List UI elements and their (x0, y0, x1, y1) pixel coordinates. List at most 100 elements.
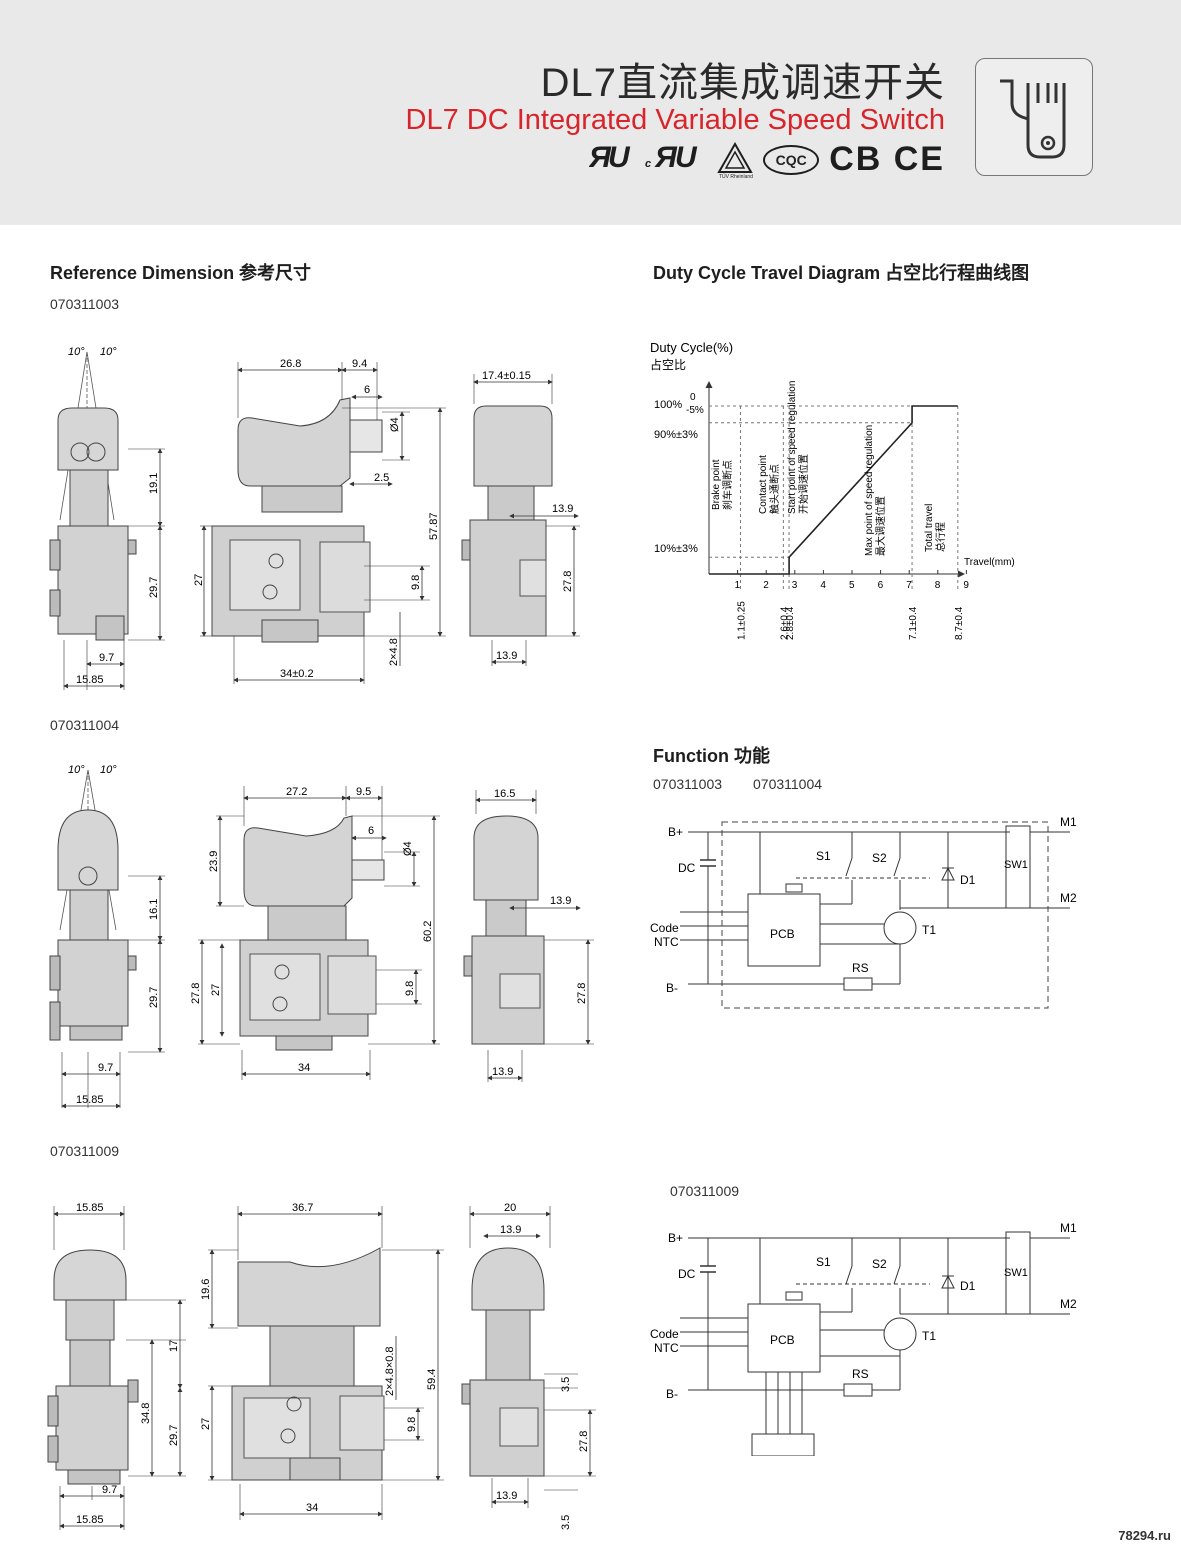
chart-guides (709, 405, 959, 590)
m3-dim-2x4-8x0-8: 2×4.8×0.8 (384, 1346, 396, 1396)
m1-dim-19-1: 19.1 (148, 473, 160, 494)
circuit-b-dc: DC (678, 1267, 696, 1281)
annotation-cn: 触头通断点 (768, 464, 781, 514)
m1-dim-2x4-8: 2×4.8 (388, 638, 400, 666)
m1-dim-27-8: 27.8 (562, 571, 574, 592)
m1-angle-right: 10° (100, 346, 117, 358)
annotation-en: Total travel (924, 504, 935, 552)
circuit-b-rs (843, 1383, 873, 1397)
model3-rear-view: 20 13.9 3.5 27.8 3.5 13.9 (461, 1202, 596, 1530)
x-tick-label: 9 (963, 580, 969, 591)
svg-text:c: c (645, 158, 651, 170)
m2-dim-16-1: 16.1 (148, 899, 160, 920)
m1-dim-27: 27 (193, 574, 205, 586)
m1-dim-13-9-top: 13.9 (552, 503, 573, 515)
dimension-drawings: 10° 10° 19.1 29.7 9.7 15.85 26.8 9.4 (47, 346, 596, 1530)
circuit-b-s1: S1 (816, 1255, 831, 1269)
x-tick-label: 5 (849, 580, 855, 591)
m2-dim-6: 6 (368, 825, 374, 837)
m3-dim-27: 27 (200, 1418, 212, 1430)
circuit-b-bminus: B- (666, 1387, 678, 1401)
circuit-a-pcb (747, 893, 821, 967)
chart-ylabel: Duty Cycle(%) (650, 340, 733, 355)
model3-front-view: 15.85 17 34.8 29.7 9.7 15.85 (47, 1202, 186, 1530)
m2-dim-60-2: 60.2 (422, 921, 434, 942)
circuit-a-s2: S2 (872, 851, 887, 865)
model1-front-view: 10° 10° 19.1 29.7 9.7 15.85 (49, 346, 165, 690)
m2-dim-9-5: 9.5 (356, 786, 371, 798)
svg-text:TÜV Rheinland: TÜV Rheinland (719, 173, 753, 178)
m1-angle-left: 10° (68, 346, 85, 358)
function-part-b: 070311009 (670, 1183, 740, 1199)
m1-dim-17-4: 17.4±0.15 (482, 370, 531, 382)
part-no-2: 070311004 (50, 717, 120, 733)
circuit-b-ntc: NTC (654, 1341, 679, 1355)
x-tick-label: 7 (906, 580, 912, 591)
model2-front-view: 10° 10° 16.1 29.7 9.7 15.85 (49, 764, 165, 1109)
circuit-a-t1-label: T1 (922, 923, 936, 937)
m2-dim-9-8: 9.8 (404, 981, 416, 996)
function-title: Function 功能 (653, 746, 770, 766)
ytick-minus5: -5% (686, 405, 704, 416)
circuit-a-ntc: NTC (654, 935, 679, 949)
circuit-b-s2: S2 (872, 1257, 887, 1271)
m2-dim-13-9-top: 13.9 (550, 895, 571, 907)
circuit-b-sw1-label: SW1 (1004, 1267, 1028, 1279)
m3-dim-36-7: 36.7 (292, 1202, 313, 1214)
circuit-a-enclosure (721, 821, 1049, 1009)
model2-side-view: 27.2 9.5 6 Ø4 23.9 60.2 27.8 27 9.8 34 (190, 786, 440, 1080)
circuit-a-bminus: B- (666, 981, 678, 995)
m3-dim-9-8: 9.8 (406, 1417, 418, 1432)
x-callout: 8.7±0.4 (954, 606, 965, 640)
circuit-a-d1: D1 (960, 873, 976, 887)
ytick-90: 90%±3% (654, 429, 698, 441)
m3-dim-9-7: 9.7 (102, 1484, 117, 1496)
m3-dim-20: 20 (504, 1202, 516, 1214)
x-tick-label: 8 (935, 580, 941, 591)
cb-ce-mark-icon: CB CE (829, 140, 945, 178)
m2-dim-27-2: 27.2 (286, 786, 307, 798)
m3-dim-34: 34 (306, 1502, 318, 1514)
part-no-1: 070311003 (50, 296, 120, 312)
x-tick-label: 3 (792, 580, 798, 591)
annotation-en: Start point of speed regulation (787, 381, 798, 514)
svg-text:Я: Я (654, 141, 678, 171)
m2-dim-dia4: Ø4 (402, 841, 414, 856)
ytick-10: 10%±3% (654, 543, 698, 555)
m3-dim-3-5-top: 3.5 (560, 1377, 572, 1392)
x-tick-label: 6 (878, 580, 884, 591)
m3-dim-3-5-bottom: 3.5 (560, 1515, 572, 1530)
model1-side-view: 26.8 9.4 6 Ø4 2.5 57.87 27 9.8 2×4.8 34±… (193, 358, 446, 684)
m1-dim-2-5: 2.5 (374, 472, 389, 484)
m2-angle-left: 10° (68, 764, 85, 776)
duty-cycle-chart: Duty Cycle(%) 占空比 Travel(mm) 100% 0 -5% … (650, 340, 1015, 640)
function-part-a2: 070311004 (753, 776, 823, 792)
m1-dim-6: 6 (364, 384, 370, 396)
svg-text:Я: Я (589, 141, 612, 171)
m1-dim-13-9-bottom: 13.9 (496, 650, 517, 662)
annotation-cn: 最大调速位置 (874, 496, 887, 556)
annotation-en: Max point of speed regulation (864, 425, 875, 556)
m2-dim-16-5: 16.5 (494, 788, 515, 800)
x-callout: 2.6±0.4 (779, 606, 790, 640)
duty-cycle-series-line (709, 405, 958, 575)
x-callout: 2.8±0.4 (785, 606, 796, 640)
m3-dim-29-7: 29.7 (168, 1425, 180, 1446)
circuit-b-d1: D1 (960, 1279, 976, 1293)
svg-text:U: U (608, 141, 631, 171)
circuit-a-rs-label: RS (852, 961, 869, 975)
cqc-mark-icon: CQC (763, 144, 820, 175)
x-callout: 1.1±0.25 (736, 601, 747, 640)
chart-ylabel-cn: 占空比 (650, 357, 686, 372)
m1-dim-9-8: 9.8 (410, 575, 422, 590)
x-tick-label: 4 (820, 580, 826, 591)
circuit-b-m1: M1 (1060, 1221, 1077, 1235)
m3-dim-15-85-top: 15.85 (76, 1202, 104, 1214)
part-no-3: 070311009 (50, 1143, 120, 1159)
circuit-a-s1: S1 (816, 849, 831, 863)
reference-dimension-title: Reference Dimension 参考尺寸 (50, 263, 312, 283)
